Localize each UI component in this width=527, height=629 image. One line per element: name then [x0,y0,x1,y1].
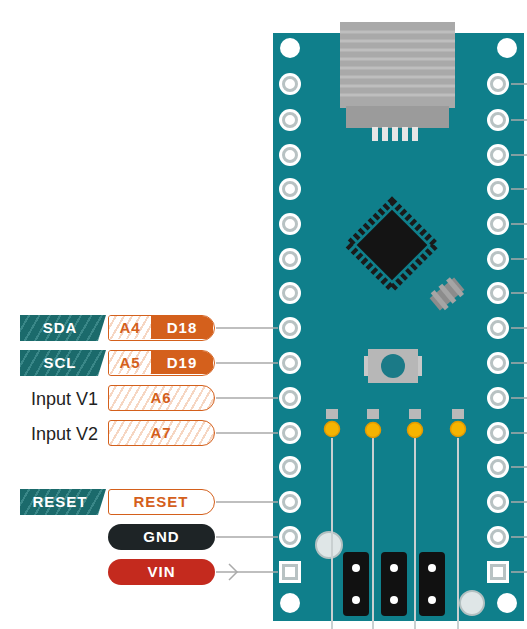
header-pin [279,248,301,270]
mount-hole [497,593,517,613]
pin-leader-lines [511,84,527,572]
header-pin [487,144,509,166]
pin-name: A5 [109,351,151,374]
signal-tag: SCL [20,350,106,376]
header-pin [279,352,301,374]
mount-hole [280,593,300,613]
input-label: Input V1 [4,386,98,412]
pin-label-pill: RESET [108,489,215,515]
usb-connector [340,22,455,141]
test-pad [460,591,484,615]
signal-name: RESET [20,489,100,515]
header-pin [487,422,509,444]
board-pcb [273,33,524,621]
pin-name: VIN [108,559,215,585]
header-pin [279,178,301,200]
led-set [325,409,466,438]
header-pin [487,73,509,95]
led-leader-lines [332,438,458,629]
header-pin [487,317,509,339]
mount-hole [280,38,300,58]
mount-hole [497,38,517,58]
header-pin [487,352,509,374]
header-pin [487,526,509,548]
mcu-chip [348,201,436,289]
pin-name: GND [108,524,215,550]
pin-name: D19 [151,351,213,374]
pin-label-pill: A4D18 [108,315,215,341]
pin-name: D18 [151,316,213,339]
pin-header [279,73,301,583]
header-pin [487,387,509,409]
signal-name: SDA [20,315,100,341]
pin-label-pill: A7 [108,420,215,446]
pin-name: A4 [109,316,151,339]
header-pin [487,456,509,478]
header-pin [487,282,509,304]
test-pad [316,532,342,558]
pin-leader-lines [216,328,278,580]
pin-label-pill: VIN [108,559,215,585]
header-pin [279,456,301,478]
header-pin [279,526,301,548]
header-pin [279,213,301,235]
pin-label-pill: A6 [108,385,215,411]
header-pin [279,317,301,339]
header-pin [279,109,301,131]
header-pin [487,109,509,131]
icsp-header [343,552,445,616]
header-pin [279,561,301,583]
pin-label-pill: GND [108,524,215,550]
signal-tag: RESET [20,489,106,515]
header-pin [487,178,509,200]
signal-name: SCL [20,350,100,376]
crystal-component [428,275,467,312]
header-pin [279,387,301,409]
header-pin [487,248,509,270]
header-pin [279,282,301,304]
pin-name: A6 [109,386,213,409]
signal-tag: SDA [20,315,106,341]
pin-header [487,73,509,583]
header-pin [279,73,301,95]
pin-label-pill: A5D19 [108,350,215,376]
header-pin [279,491,301,513]
pin-name: A7 [109,421,213,444]
pin-name: RESET [109,490,213,513]
header-pin [279,144,301,166]
header-pin [487,491,509,513]
input-label: Input V2 [4,421,98,447]
header-pin [487,213,509,235]
header-pin [487,561,509,583]
reset-button [364,349,422,383]
header-pin [279,422,301,444]
